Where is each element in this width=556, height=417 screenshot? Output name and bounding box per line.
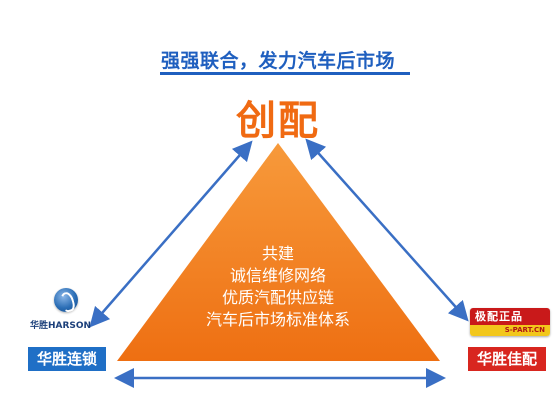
triangle-line-1: 共建 [261,244,294,263]
brand-title: 创配 [236,98,320,144]
left-partner-label: 华胜连锁 [28,347,106,371]
triangle-line-3: 优质汽配供应链 [221,288,334,307]
arrow-left [89,140,253,328]
headline: 强强联合，发力汽车后市场 [160,50,395,72]
s-part-logo: 极配正品 S-PART.CN [470,308,550,336]
s-part-logo-bottom-text: S-PART.CN [470,325,550,336]
arrow-right [305,138,469,322]
harson-logo: 华胜HARSON [30,288,100,338]
headline-underline [160,72,410,75]
harson-emblem-icon [54,288,78,312]
right-partner-label: 华胜佳配 [468,347,546,371]
harson-logo-text: 华胜HARSON [30,321,92,331]
s-part-logo-top-text: 极配正品 [470,308,550,325]
triangle-line-4: 汽车后市场标准体系 [205,310,350,329]
triangle-line-2: 诚信维修网络 [229,266,326,285]
